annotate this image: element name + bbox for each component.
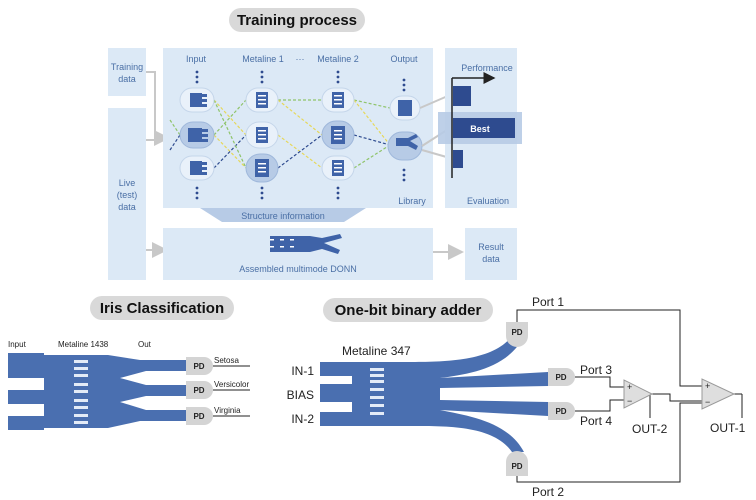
live-data-label-1: Live (119, 178, 136, 188)
adder-wires (516, 309, 743, 483)
iris-classification-title: Iris Classification (90, 296, 234, 320)
assembled-donn-glyph (270, 234, 342, 254)
iris-pd-3: PD (193, 412, 204, 421)
adder-waveguide (320, 336, 548, 452)
column-input: Input (186, 54, 207, 64)
iris-out-label: Out (138, 340, 152, 349)
result-data-label-1: Result (478, 242, 504, 252)
evaluation-label: Evaluation (467, 196, 509, 206)
structure-information-arrow (200, 208, 366, 222)
adder-output-out1: OUT-1 (710, 421, 746, 435)
adder-output-out2: OUT-2 (632, 422, 668, 436)
adder-metaline-label: Metaline 347 (342, 344, 411, 358)
live-data-box (108, 108, 146, 280)
iris-class-versicolor: Versicolor (214, 380, 249, 389)
live-data-label-3: data (118, 202, 136, 212)
training-data-arrow (146, 71, 170, 146)
iris-detectors (186, 357, 213, 425)
performance-bar-3 (453, 150, 463, 168)
comparator-out1-plus: + (705, 381, 710, 391)
network-dots (195, 70, 406, 200)
adder-pd-port1: PD (511, 328, 522, 337)
iris-metaline-label: Metaline 1438 (58, 340, 109, 349)
iris-pd-2: PD (193, 386, 204, 395)
adder-port1: Port 1 (532, 295, 564, 309)
assembled-donn-label: Assembled multimode DONN (239, 264, 357, 274)
column-metaline-1: Metaline 1 (242, 54, 284, 64)
performance-bar-1 (453, 86, 471, 106)
structure-information-label: Structure information (241, 211, 325, 221)
training-process-title: Training process (229, 8, 365, 32)
column-output: Output (390, 54, 418, 64)
comparator-out1 (701, 378, 736, 410)
training-data-box (108, 48, 146, 96)
result-data-box (465, 228, 517, 280)
adder-port3: Port 3 (580, 363, 612, 377)
adder-port4: Port 4 (580, 414, 612, 428)
adder-metaline-slots (370, 368, 384, 415)
iris-metaline-slots (74, 360, 88, 424)
comparator-out1-minus: − (705, 397, 710, 407)
iris-pd-1: PD (193, 362, 204, 371)
iris-class-virginia: Virginia (214, 406, 241, 415)
adder-input-bias: BIAS (287, 388, 314, 402)
iris-waveguide (8, 353, 186, 430)
adder-pd-port3: PD (555, 373, 566, 382)
waveguide-glyph-slots (258, 95, 342, 173)
live-data-label-2: (test) (117, 190, 138, 200)
binary-adder-title: One-bit binary adder (323, 298, 493, 322)
comparator-out2 (623, 379, 654, 409)
iris-class-setosa: Setosa (214, 356, 239, 365)
result-data-label-2: data (482, 254, 500, 264)
training-data-label-2: data (118, 74, 136, 84)
adder-input-in1: IN-1 (291, 364, 314, 378)
adder-pd-port2: PD (511, 462, 522, 471)
library-label: Library (398, 196, 426, 206)
column-ellipsis: ··· (296, 54, 305, 64)
adder-port2: Port 2 (532, 485, 564, 499)
column-metaline-2: Metaline 2 (317, 54, 359, 64)
iris-input-label: Input (8, 340, 27, 349)
training-data-label-1: Training (111, 62, 143, 72)
network-connections (169, 99, 391, 169)
best-label: Best (470, 124, 490, 134)
adder-input-in2: IN-2 (291, 412, 314, 426)
comparator-out2-plus: + (627, 382, 632, 392)
performance-bar-best (453, 118, 515, 138)
performance-label: Performance (461, 63, 513, 73)
adder-pd-port4: PD (555, 407, 566, 416)
adder-detectors (506, 322, 575, 476)
comparator-out2-minus: − (627, 396, 632, 406)
